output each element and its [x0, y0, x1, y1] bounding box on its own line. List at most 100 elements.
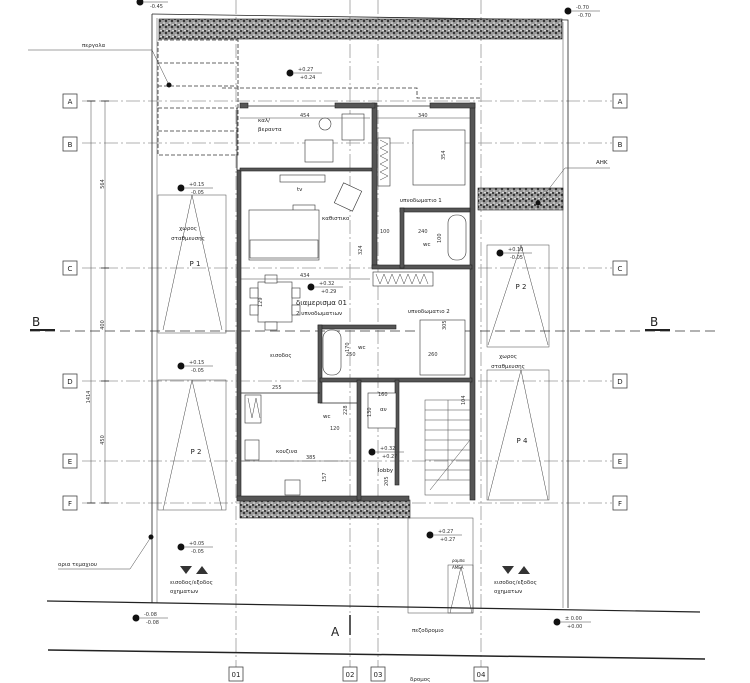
svg-text:-0.05: -0.05 — [191, 190, 204, 196]
electricity-label: ΑΗΚ — [596, 160, 608, 166]
grid-label-e-left: E — [68, 458, 72, 466]
dim-living-depth: 324 — [358, 245, 364, 255]
sidewalk-label: πεζοδρομιο — [412, 628, 444, 634]
elevation-marker: -0.45 — [136, 0, 168, 10]
vehicle-access-label: εισοδος/εξοδος — [494, 580, 537, 586]
room-wc-2: wc — [358, 345, 366, 351]
svg-text:+0.10: +0.10 — [508, 247, 523, 253]
svg-text:-0.45: -0.45 — [150, 4, 163, 10]
grid-label-c-left: C — [68, 265, 73, 273]
grid-label-03: 03 — [374, 671, 383, 679]
elevation-marker: +0.15-0.05 — [177, 360, 213, 374]
parking-p4: P 4 — [517, 437, 528, 445]
grid-label-04: 04 — [477, 671, 486, 679]
apartment-subtitle: 2 υπνοδωματιων — [296, 311, 342, 317]
room-bedroom-2: υπνοδωματιο 2 — [408, 309, 450, 315]
parking-area-label: χωρος — [179, 226, 197, 232]
svg-text:+0.24: +0.24 — [300, 75, 315, 81]
room-lobby: lobby — [378, 468, 394, 474]
hedge-top — [158, 18, 563, 40]
room-veranda: βεραντα — [258, 127, 282, 133]
room-living: καθιστικο — [322, 216, 350, 222]
dim-wc2-depth: 170 — [345, 342, 351, 352]
grid-label-a-right: A — [618, 98, 623, 106]
elevation-marker: +0.10 -0.05 — [496, 247, 532, 261]
elevation-marker: +0.27+0.24 — [286, 67, 322, 81]
room-entrance: εισοδος — [270, 353, 292, 359]
grid-label-d-right: D — [617, 378, 622, 386]
dim-lift-width: 160 — [378, 392, 388, 398]
grid-label-b-right: B — [618, 141, 623, 149]
grid-label-d-left: D — [67, 378, 72, 386]
svg-text:+0.27: +0.27 — [382, 454, 397, 460]
plot-boundary — [151, 13, 569, 608]
section-b-marker: B B — [30, 315, 720, 332]
parking-p2-right: P 2 — [516, 283, 527, 291]
hedge-right — [477, 187, 564, 211]
elevation-marker: -0.08 -0.08 — [132, 612, 168, 626]
elevation-marker: +0.32 +0.29 — [307, 281, 343, 295]
apartment-title: διαμερισμα 01 — [296, 299, 347, 307]
street-label: δρομος — [410, 677, 430, 683]
dim-corridor: 100 — [380, 229, 390, 235]
elevation-marker: +0.27+0.27 — [426, 529, 462, 543]
room-kitchen: κουζινα — [276, 449, 298, 455]
grid-label-b-left: B — [68, 141, 73, 149]
svg-text:+0.29: +0.29 — [321, 289, 336, 295]
dim-stair: 104 — [461, 395, 467, 405]
svg-text:-0.08: -0.08 — [146, 620, 159, 626]
svg-text:+0.15: +0.15 — [189, 182, 204, 188]
grid-label-a-left: A — [68, 98, 73, 106]
parking-area-label: σταθμευσης — [491, 364, 525, 370]
grid-label-e-right: E — [618, 458, 622, 466]
dim-wc1-depth: 100 — [437, 233, 443, 243]
svg-text:+0.32: +0.32 — [319, 281, 334, 287]
elevation-marker: ± 0.00+0.00 — [553, 616, 591, 630]
parking-area-label: χωρος — [499, 354, 517, 360]
dim-wc3-depth: 228 — [343, 405, 349, 415]
dim-bedroom1-width: 340 — [418, 113, 428, 119]
dim-kitchen-depth: 157 — [322, 472, 328, 482]
svg-text:-0.05: -0.05 — [510, 255, 523, 261]
svg-text:+0.27: +0.27 — [440, 537, 455, 543]
furniture — [244, 113, 467, 496]
elevation-markers: -0.45 -0.70-0.70 +0.27+0.24 +0.15-0.05 +… — [132, 0, 600, 630]
room-wc-1: wc — [423, 242, 431, 248]
parking-p2-left: P 2 — [191, 448, 202, 456]
svg-text:-0.08: -0.08 — [144, 612, 157, 618]
dim-kitchen-width: 385 — [306, 455, 316, 461]
room-bedroom-1: υπνοδωματιο 1 — [400, 198, 442, 204]
dim-wc1-width: 240 — [418, 229, 428, 235]
elevation-marker: +0.15 -0.05 — [177, 182, 213, 196]
grid-label-f-left: F — [68, 500, 72, 508]
elevation-marker: +0.32 +0.27 — [368, 446, 404, 460]
grid-label-f-right: F — [618, 500, 622, 508]
vehicle-access-label: εισοδος/εξοδος — [170, 580, 213, 586]
dim-entrance-width: 255 — [272, 385, 282, 391]
grid-column-labels: 01 02 03 04 — [228, 666, 489, 682]
dim-c-d: 400 — [100, 320, 106, 330]
dim-veranda-width: 454 — [300, 113, 310, 119]
grid-row-labels: A B C D E F A B C D E F — [62, 93, 628, 511]
grid-label-01: 01 — [232, 671, 241, 679]
dim-d-f: 450 — [100, 435, 106, 445]
elevation-marker: -0.70-0.70 — [564, 5, 600, 19]
svg-text:+0.00: +0.00 — [567, 624, 582, 630]
ramp-label: ΑΜΕΑ — [452, 565, 464, 570]
dim-dining-depth: 129 — [258, 297, 264, 307]
ramp-label: ραμπα — [452, 558, 465, 563]
svg-text:-0.70: -0.70 — [578, 13, 591, 19]
svg-text:-0.05: -0.05 — [191, 549, 204, 555]
parking-area-label: σταθμευσης — [171, 236, 205, 242]
grid-columns — [235, 0, 482, 667]
left-dimension-chain: 564 400 450 1414 — [86, 100, 109, 504]
grid-rows — [82, 100, 612, 504]
dim-wc2-width: 250 — [346, 352, 356, 358]
dim-bedroom2-depth: 305 — [442, 320, 448, 330]
vehicle-access-label: οχηματων — [170, 589, 198, 595]
svg-text:-0.05: -0.05 — [191, 368, 204, 374]
building-walls — [236, 102, 476, 502]
svg-text:+0.32: +0.32 — [380, 446, 395, 452]
hedge-bottom — [239, 499, 411, 519]
